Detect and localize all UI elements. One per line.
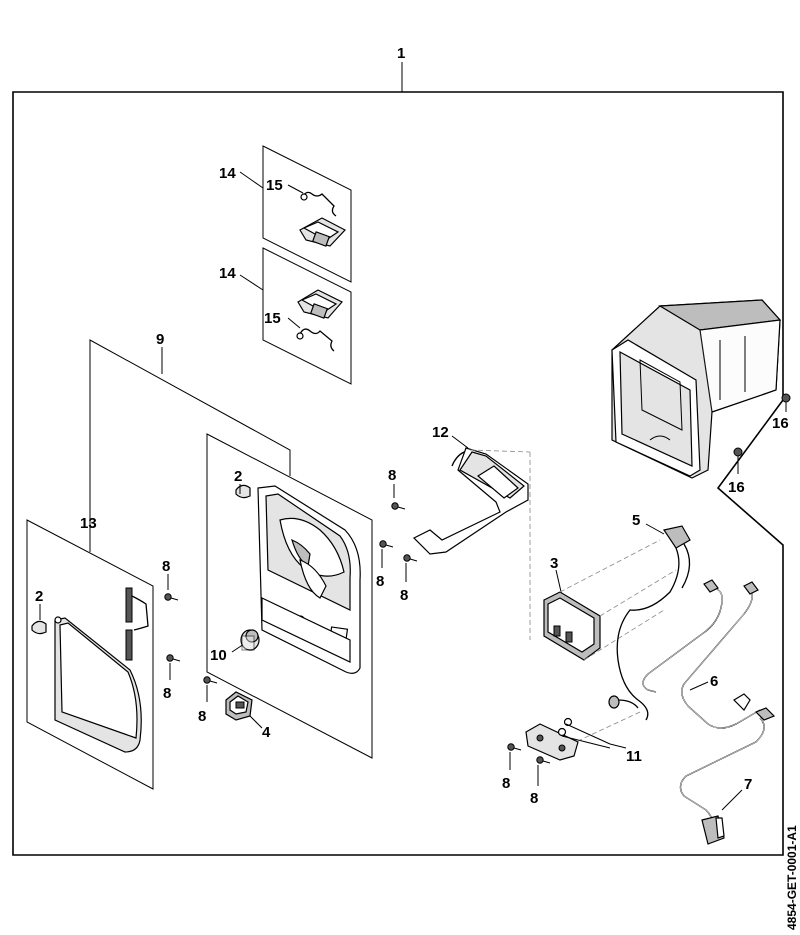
front-panel-group xyxy=(206,433,373,759)
callout-5: 5 xyxy=(632,512,640,529)
callout-8g: 8 xyxy=(502,775,510,792)
callout-14b: 14 xyxy=(219,265,236,282)
callout-7: 7 xyxy=(744,776,752,793)
callout-6: 6 xyxy=(710,673,718,690)
screws-8-left xyxy=(164,574,181,680)
callout-11: 11 xyxy=(626,748,642,765)
document-code: 4854-GET-0001-A1 xyxy=(785,825,799,930)
callout-8h: 8 xyxy=(530,790,538,807)
part-14-upper-group xyxy=(239,145,352,283)
callout-3: 3 xyxy=(550,555,558,572)
assembly-frame xyxy=(12,62,784,856)
callout-12: 12 xyxy=(432,424,449,441)
callout-15a: 15 xyxy=(266,177,283,194)
callout-16b: 16 xyxy=(728,479,745,496)
part-4-switch xyxy=(225,691,263,729)
part-13-panel-group xyxy=(26,519,154,790)
callout-8b: 8 xyxy=(163,685,171,702)
callout-8f: 8 xyxy=(400,587,408,604)
part-10-knob xyxy=(231,629,260,653)
callout-8d: 8 xyxy=(388,467,396,484)
part-14-lower-group xyxy=(239,247,352,385)
callout-13: 13 xyxy=(80,515,97,532)
callout-2a: 2 xyxy=(234,468,242,485)
callout-15b: 15 xyxy=(264,310,281,327)
part-7-sensor-wire xyxy=(679,707,776,845)
part-11-bracket xyxy=(525,711,641,761)
callout-8c: 8 xyxy=(198,708,206,725)
callout-14a: 14 xyxy=(219,165,236,182)
callout-1: 1 xyxy=(397,45,405,62)
group-9-bracket xyxy=(89,339,291,547)
callout-10: 10 xyxy=(210,647,227,664)
screws-8-bottom xyxy=(507,743,551,786)
screws-8-middle xyxy=(379,484,418,582)
part-5-connector-wiring xyxy=(608,523,691,721)
housing-body xyxy=(611,299,782,479)
screws-16 xyxy=(733,393,791,474)
callout-2b: 2 xyxy=(35,588,43,605)
screw-8-switch xyxy=(203,676,218,702)
part-12-bracket xyxy=(412,435,531,640)
callout-4: 4 xyxy=(262,724,271,741)
part-3-module xyxy=(543,539,677,661)
callout-8e: 8 xyxy=(376,573,384,590)
callout-8a: 8 xyxy=(162,558,170,575)
part-6-harness xyxy=(642,579,761,729)
callout-16a: 16 xyxy=(772,415,789,432)
callout-9: 9 xyxy=(156,331,164,348)
